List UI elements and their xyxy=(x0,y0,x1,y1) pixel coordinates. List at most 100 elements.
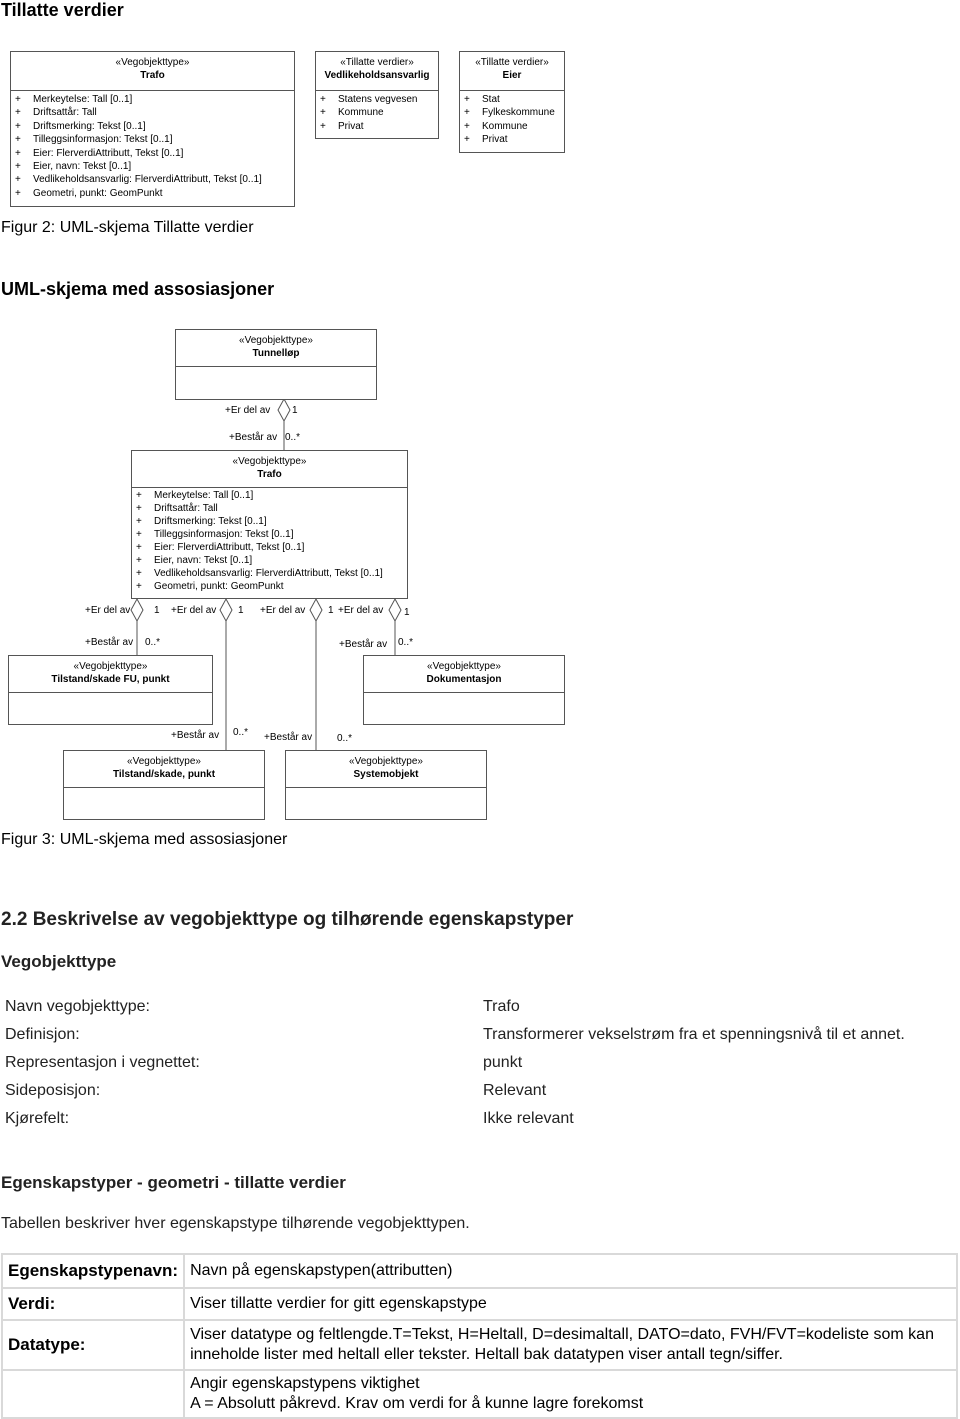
uml-class-header: «Vegobjekttype» Tilstand/skade, punkt xyxy=(64,751,264,788)
uml-class-header: «Tillatte verdier» Eier xyxy=(460,52,564,91)
role-label: +Er del av xyxy=(85,605,131,616)
class-name: Vedlikeholdsansvarlig xyxy=(324,70,430,81)
table-key: Datatype: xyxy=(0,1319,186,1371)
stereotype: «Tillatte verdier» xyxy=(475,57,549,68)
uml-class-header: «Vegobjekttype» Tunnelløp xyxy=(176,330,376,367)
class-name: Systemobjekt xyxy=(353,769,419,780)
egenskap-intro: Tabellen beskriver hver egenskapstype ti… xyxy=(1,1215,470,1232)
uml-class-header: «Vegobjekttype» Tilstand/skade FU, punkt xyxy=(9,656,212,693)
attribute: +Tilleggsinformasjon: Tekst [0..1] xyxy=(15,134,173,146)
stereotype: «Vegobjekttype» xyxy=(127,756,201,767)
uml-class-tilstand-skade-punkt: «Vegobjekttype» Tilstand/skade, punkt xyxy=(63,750,265,820)
role-label: +Består av xyxy=(229,432,278,443)
attribute: +Statens vegvesen xyxy=(320,94,418,105)
role-label: +Er del av xyxy=(338,605,384,616)
class-name: Tilstand/skade, punkt xyxy=(112,769,216,780)
attribute: +Kommune xyxy=(464,120,528,132)
aggregation-diamond-icon xyxy=(309,597,323,623)
uml-class-dokumentasjon: «Vegobjekttype» Dokumentasjon xyxy=(363,655,565,725)
role-label: +Er del av xyxy=(260,605,306,616)
spec-table: Egenskapstypenavn: Navn på egenskapstype… xyxy=(0,1253,958,1419)
egenskap-heading: Egenskapstyper - geometri - tillatte ver… xyxy=(1,1173,346,1192)
uml-class-header: «Vegobjekttype» Dokumentasjon xyxy=(364,656,564,693)
attribute: +Eier, navn: Tekst [0..1] xyxy=(15,161,132,173)
prop-value: Relevant xyxy=(483,1082,547,1099)
aggregation-diamond-icon xyxy=(219,597,233,623)
table-key: Egenskapstypenavn: xyxy=(0,1253,186,1289)
uml-class-header: «Vegobjekttype» Trafo xyxy=(132,451,407,488)
attribute: +Tilleggsinformasjon: Tekst [0..1] xyxy=(136,529,294,540)
table-value: Viser tillatte verdier for gitt egenskap… xyxy=(183,1287,958,1321)
aggregation-diamond-icon xyxy=(130,597,144,623)
multiplicity-label: 0..* xyxy=(337,733,353,744)
attribute: +Geometri, punkt: GeomPunkt xyxy=(136,581,284,592)
uml-class-systemobjekt: «Vegobjekttype» Systemobjekt xyxy=(285,750,487,820)
multiplicity-label: 1 xyxy=(238,605,244,616)
table-value-line: A = Absolutt påkrevd. Krav om verdi for … xyxy=(190,1395,644,1412)
class-name: Tilstand/skade FU, punkt xyxy=(51,674,170,685)
uml-class-header: «Tillatte verdier» Vedlikeholdsansvarlig xyxy=(316,52,438,91)
class-name: Tunnelløp xyxy=(252,348,300,359)
aggregation-diamond-icon xyxy=(388,597,402,623)
class-name: Eier xyxy=(502,70,522,81)
attribute: +Kommune xyxy=(320,107,384,119)
uml-class-tunnellop: «Vegobjekttype» Tunnelløp xyxy=(175,329,377,400)
prop-label: Navn vegobjekttype: xyxy=(5,998,150,1015)
multiplicity-label: 1 xyxy=(328,605,334,616)
stereotype: «Vegobjekttype» xyxy=(115,57,190,68)
attribute: +Eier, navn: Tekst [0..1] xyxy=(136,555,253,566)
attribute: +Vedlikeholdsansvarlig: FlerverdiAttribu… xyxy=(15,174,262,186)
sub-heading-vegobjekttype: Vegobjekttype xyxy=(1,952,117,971)
multiplicity-label: 0..* xyxy=(145,637,161,648)
stereotype: «Tillatte verdier» xyxy=(340,57,414,68)
attribute: +Stat xyxy=(464,94,500,105)
role-label: +Er del av xyxy=(171,605,217,616)
multiplicity-label: 0..* xyxy=(285,432,301,443)
prop-value: Transformerer vekselstrøm fra et spennin… xyxy=(483,1026,905,1043)
table-value: Navn på egenskapstypen(attributten) xyxy=(183,1253,958,1289)
aggregation-diamond-icon xyxy=(277,397,291,423)
figure-3-caption: Figur 3: UML-skjema med assosiasjoner xyxy=(1,831,288,848)
role-label: +Består av xyxy=(171,730,220,741)
table-row: Angir egenskapstypens viktighet A = Abso… xyxy=(0,1369,958,1419)
attribute: +Driftsattår: Tall xyxy=(136,503,218,514)
stereotype: «Vegobjekttype» xyxy=(349,756,423,767)
table-row: Verdi: Viser tillatte verdier for gitt e… xyxy=(0,1287,958,1321)
uml-class-vedlikeholdsansvarlig: «Tillatte verdier» Vedlikeholdsansvarlig… xyxy=(315,51,439,139)
class-name: Trafo xyxy=(257,469,282,480)
attribute: +Vedlikeholdsansvarlig: FlerverdiAttribu… xyxy=(136,568,383,579)
attribute: +Driftsmerking: Tekst [0..1] xyxy=(136,516,267,527)
uml-class-tilstand-skade-fu-punkt: «Vegobjekttype» Tilstand/skade FU, punkt xyxy=(8,655,213,725)
heading-uml-assosiasjoner: UML-skjema med assosiasjoner xyxy=(1,279,275,299)
uml-class-header: «Vegobjekttype» Trafo xyxy=(11,52,294,91)
attribute-list: +Merkeytelse: Tall [0..1] +Driftsattår: … xyxy=(132,488,407,593)
table-value-line: Angir egenskapstypens viktighet xyxy=(190,1375,420,1392)
table-key: Verdi: xyxy=(0,1287,186,1321)
multiplicity-label: 1 xyxy=(404,607,410,618)
multiplicity-label: 0..* xyxy=(233,727,249,738)
multiplicity-label: 0..* xyxy=(398,637,414,648)
prop-value: punkt xyxy=(483,1054,523,1071)
prop-value: Trafo xyxy=(483,998,520,1015)
table-key xyxy=(0,1369,186,1419)
stereotype: «Vegobjekttype» xyxy=(73,661,148,672)
table-row: Egenskapstypenavn: Navn på egenskapstype… xyxy=(0,1253,958,1289)
association-lines xyxy=(130,397,402,750)
stereotype: «Vegobjekttype» xyxy=(232,456,307,467)
prop-label: Sideposisjon: xyxy=(5,1082,101,1099)
attribute: +Eier: FlerverdiAttributt, Tekst [0..1] xyxy=(136,542,305,553)
prop-label: Definisjon: xyxy=(5,1026,80,1043)
attribute: +Merkeytelse: Tall [0..1] xyxy=(136,490,254,501)
role-label: +Består av xyxy=(85,637,134,648)
attribute: +Merkeytelse: Tall [0..1] xyxy=(15,94,133,105)
class-name: Trafo xyxy=(140,70,165,81)
attribute: +Eier: FlerverdiAttributt, Tekst [0..1] xyxy=(15,147,184,159)
role-label: +Er del av xyxy=(225,405,271,416)
multiplicity-label: 1 xyxy=(154,605,160,616)
figure-2-caption: Figur 2: UML-skjema Tillatte verdier xyxy=(1,219,254,236)
multiplicity-label: 1 xyxy=(292,405,298,416)
prop-value: Ikke relevant xyxy=(483,1110,574,1127)
attribute: +Privat xyxy=(464,134,508,146)
attribute: +Privat xyxy=(320,120,364,132)
role-label: +Består av xyxy=(264,732,313,743)
